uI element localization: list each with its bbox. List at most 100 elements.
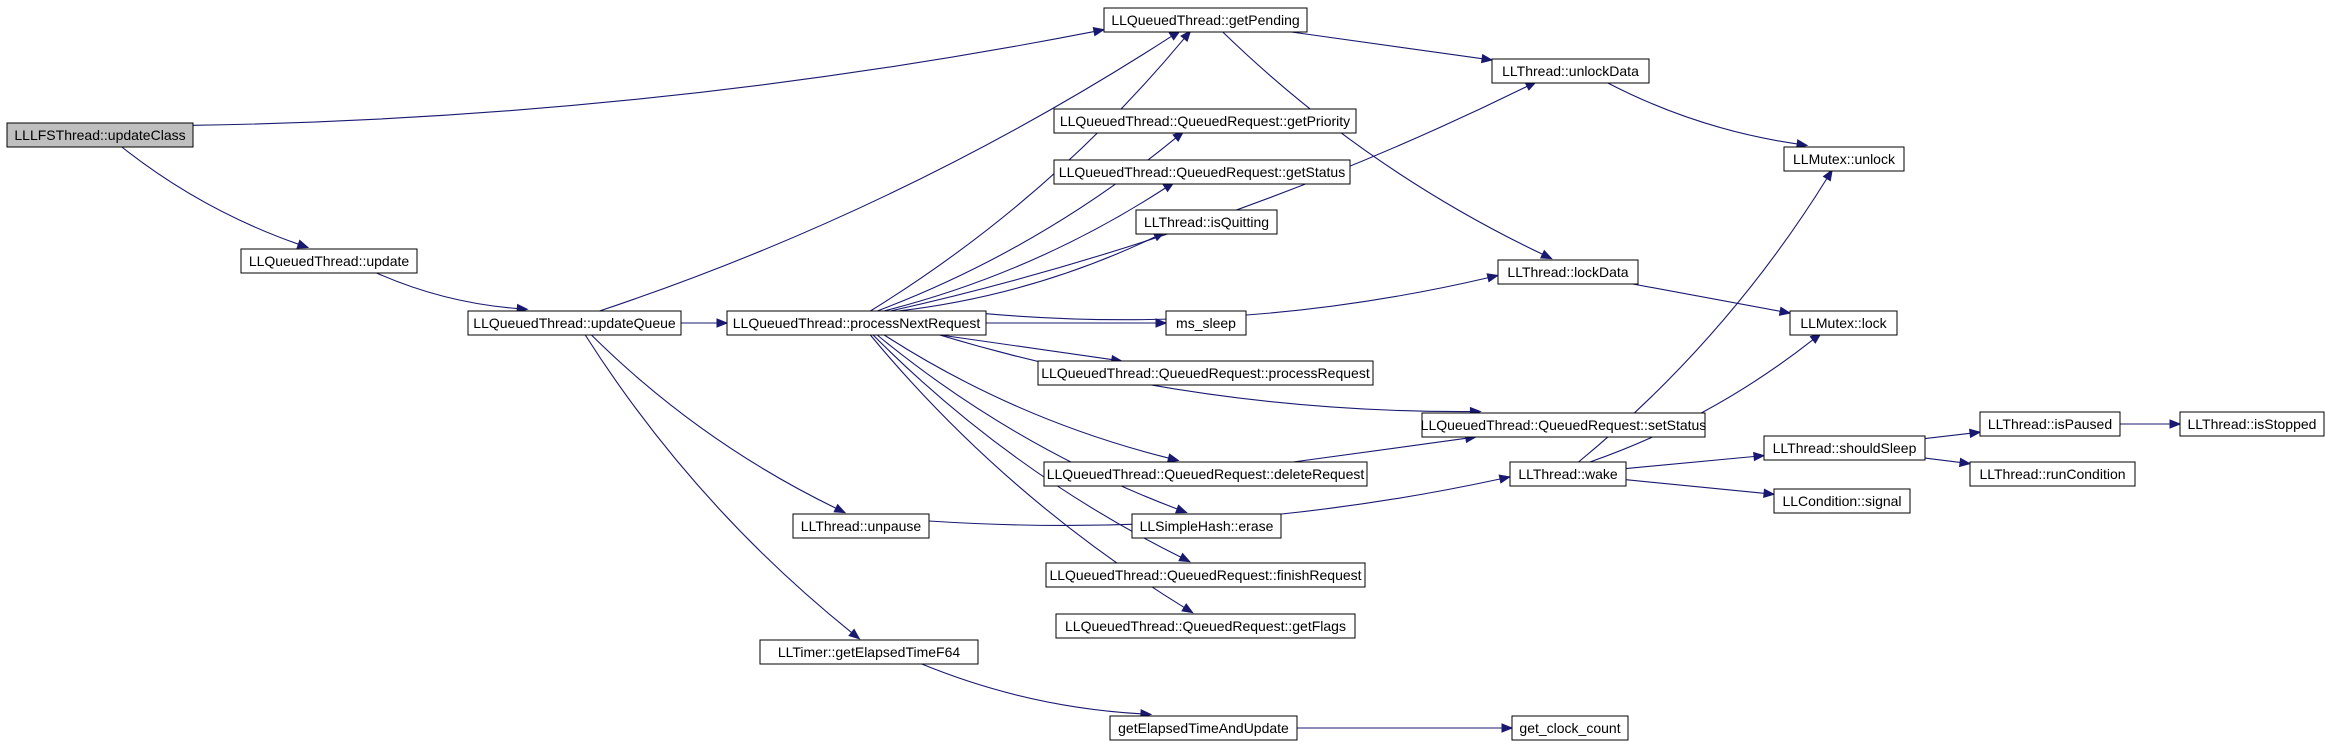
edge-line <box>1222 31 1543 255</box>
edge-qr_deleterequest-to-qr_setstatus <box>1293 433 1478 463</box>
node-tm-getelapsed[interactable]: LLTimer::getElapsedTimeF64 <box>759 639 979 665</box>
node-box[interactable] <box>1497 259 1639 285</box>
node-th-isstopped[interactable]: LLThread::isStopped <box>2179 411 2325 437</box>
node-box[interactable] <box>1135 209 1278 235</box>
edge-qt_getpending-to-th_unlockdata <box>1291 31 1494 64</box>
node-label: LLQueuedThread::processNextRequest <box>733 315 981 331</box>
node-box[interactable] <box>726 310 987 336</box>
node-box[interactable] <box>1773 488 1911 514</box>
edge-th_unlockdata-to-mx_unlock <box>1607 82 1809 149</box>
node-ms-sleep[interactable]: ms_sleep <box>1165 310 1247 336</box>
node-th-isquitting[interactable]: LLThread::isQuitting <box>1135 209 1278 235</box>
node-box[interactable] <box>759 639 979 665</box>
node-box[interactable] <box>1783 146 1905 172</box>
node-qt-processnext[interactable]: LLQueuedThread::processNextRequest <box>726 310 987 336</box>
edge-th_shouldsleep-to-th_runcondition <box>1924 457 1972 468</box>
node-box[interactable] <box>1045 562 1366 588</box>
node-th-wake[interactable]: LLThread::wake <box>1509 461 1627 487</box>
node-label: LLThread::runCondition <box>1979 466 2125 482</box>
arrowhead <box>1092 27 1106 37</box>
node-qt-updatequeue[interactable]: LLQueuedThread::updateQueue <box>467 310 682 336</box>
node-qt-update[interactable]: LLQueuedThread::update <box>240 248 418 274</box>
node-label: LLThread::lockData <box>1507 264 1628 280</box>
node-box[interactable] <box>1037 360 1374 386</box>
edge-qt_processnext-to-qr_getstatus <box>883 181 1175 312</box>
arrowhead <box>1501 723 1514 733</box>
arrowhead <box>1166 453 1180 463</box>
edge-line <box>1589 339 1814 463</box>
node-box[interactable] <box>1043 461 1368 487</box>
arrowhead <box>296 239 310 249</box>
node-box[interactable] <box>1053 159 1351 185</box>
arrowhead <box>1180 29 1192 42</box>
node-box[interactable] <box>1055 613 1356 639</box>
edge-lllfs_updateclass-to-qt_getpending <box>192 27 1106 126</box>
node-label: LLThread::wake <box>1518 466 1618 482</box>
node-box[interactable] <box>1109 715 1298 741</box>
edge-line <box>1291 31 1483 60</box>
arrowhead <box>1480 53 1494 64</box>
node-box[interactable] <box>240 248 418 274</box>
edge-line <box>870 38 1185 312</box>
node-box[interactable] <box>1131 513 1282 539</box>
node-get-clock-count[interactable]: get_clock_count <box>1511 715 1629 741</box>
node-qr-setstatus[interactable]: LLQueuedThread::QueuedRequest::setStatus <box>1421 412 1707 438</box>
node-qr-deleterequest[interactable]: LLQueuedThread::QueuedRequest::deleteReq… <box>1043 461 1368 487</box>
arrowhead <box>1178 552 1191 563</box>
node-box[interactable] <box>1509 461 1627 487</box>
node-box[interactable] <box>1053 108 1357 134</box>
arrowhead <box>1958 457 1972 468</box>
node-lllfs-updateclass[interactable]: LLLFSThread::updateClass <box>6 122 194 148</box>
edge-qt_processnext-to-sh_erase <box>876 334 1188 514</box>
node-label: LLLFSThread::updateClass <box>14 127 185 143</box>
node-box[interactable] <box>2179 411 2325 437</box>
node-box[interactable] <box>1103 7 1308 33</box>
edge-qt_update-to-qt_updatequeue <box>376 272 529 314</box>
edge-line <box>1924 432 1971 440</box>
node-box[interactable] <box>792 513 930 539</box>
node-th-shouldsleep[interactable]: LLThread::shouldSleep <box>1763 435 1926 461</box>
node-label: LLCondition::signal <box>1782 493 1901 509</box>
node-box[interactable] <box>1979 411 2121 437</box>
node-label: LLQueuedThread::getPending <box>1111 12 1299 28</box>
node-box[interactable] <box>1491 58 1650 84</box>
node-label: LLThread::isQuitting <box>1144 214 1269 230</box>
node-th-ispaused[interactable]: LLThread::isPaused <box>1979 411 2121 437</box>
node-th-unpause[interactable]: LLThread::unpause <box>792 513 930 539</box>
node-label: get_clock_count <box>1519 720 1620 736</box>
node-qt-getpending[interactable]: LLQueuedThread::getPending <box>1103 7 1308 33</box>
node-box[interactable] <box>1763 435 1926 461</box>
edge-line <box>192 31 1095 126</box>
node-box[interactable] <box>1421 412 1706 438</box>
node-label: LLThread::shouldSleep <box>1773 440 1917 456</box>
nodes-layer: LLLFSThread::updateClassLLQueuedThread::… <box>6 7 2325 741</box>
arrowhead <box>1763 488 1776 498</box>
arrowhead <box>1540 249 1553 260</box>
node-getelapsedupdate[interactable]: getElapsedTimeAndUpdate <box>1109 715 1298 741</box>
node-qr-getflags[interactable]: LLQueuedThread::QueuedRequest::getFlags <box>1055 613 1356 639</box>
node-qr-getpriority[interactable]: LLQueuedThread::QueuedRequest::getPriori… <box>1053 108 1357 134</box>
edge-th_ispaused-to-th_isstopped <box>2120 419 2182 429</box>
node-th-runcondition[interactable]: LLThread::runCondition <box>1969 461 2136 487</box>
node-label: LLSimpleHash::erase <box>1140 518 1274 534</box>
node-mx-lock[interactable]: LLMutex::lock <box>1789 310 1898 336</box>
node-box[interactable] <box>1789 310 1898 336</box>
node-box[interactable] <box>467 310 682 336</box>
edge-line <box>883 187 1166 312</box>
arrowhead <box>2169 419 2182 429</box>
node-cond-signal[interactable]: LLCondition::signal <box>1773 488 1911 514</box>
node-th-unlockdata[interactable]: LLThread::unlockData <box>1491 58 1650 84</box>
node-qr-finishrequest[interactable]: LLQueuedThread::QueuedRequest::finishReq… <box>1045 562 1366 588</box>
node-sh-erase[interactable]: LLSimpleHash::erase <box>1131 513 1282 539</box>
node-box[interactable] <box>1511 715 1629 741</box>
edge-line <box>1924 457 1961 463</box>
arrowhead <box>716 318 729 328</box>
node-box[interactable] <box>6 122 194 148</box>
node-qr-processrequest[interactable]: LLQueuedThread::QueuedRequest::processRe… <box>1037 360 1374 386</box>
node-mx-unlock[interactable]: LLMutex::unlock <box>1783 146 1905 172</box>
node-box[interactable] <box>1969 461 2136 487</box>
node-box[interactable] <box>1165 310 1247 336</box>
node-qr-getstatus[interactable]: LLQueuedThread::QueuedRequest::getStatus <box>1053 159 1351 185</box>
node-th-lockdata[interactable]: LLThread::lockData <box>1497 259 1639 285</box>
